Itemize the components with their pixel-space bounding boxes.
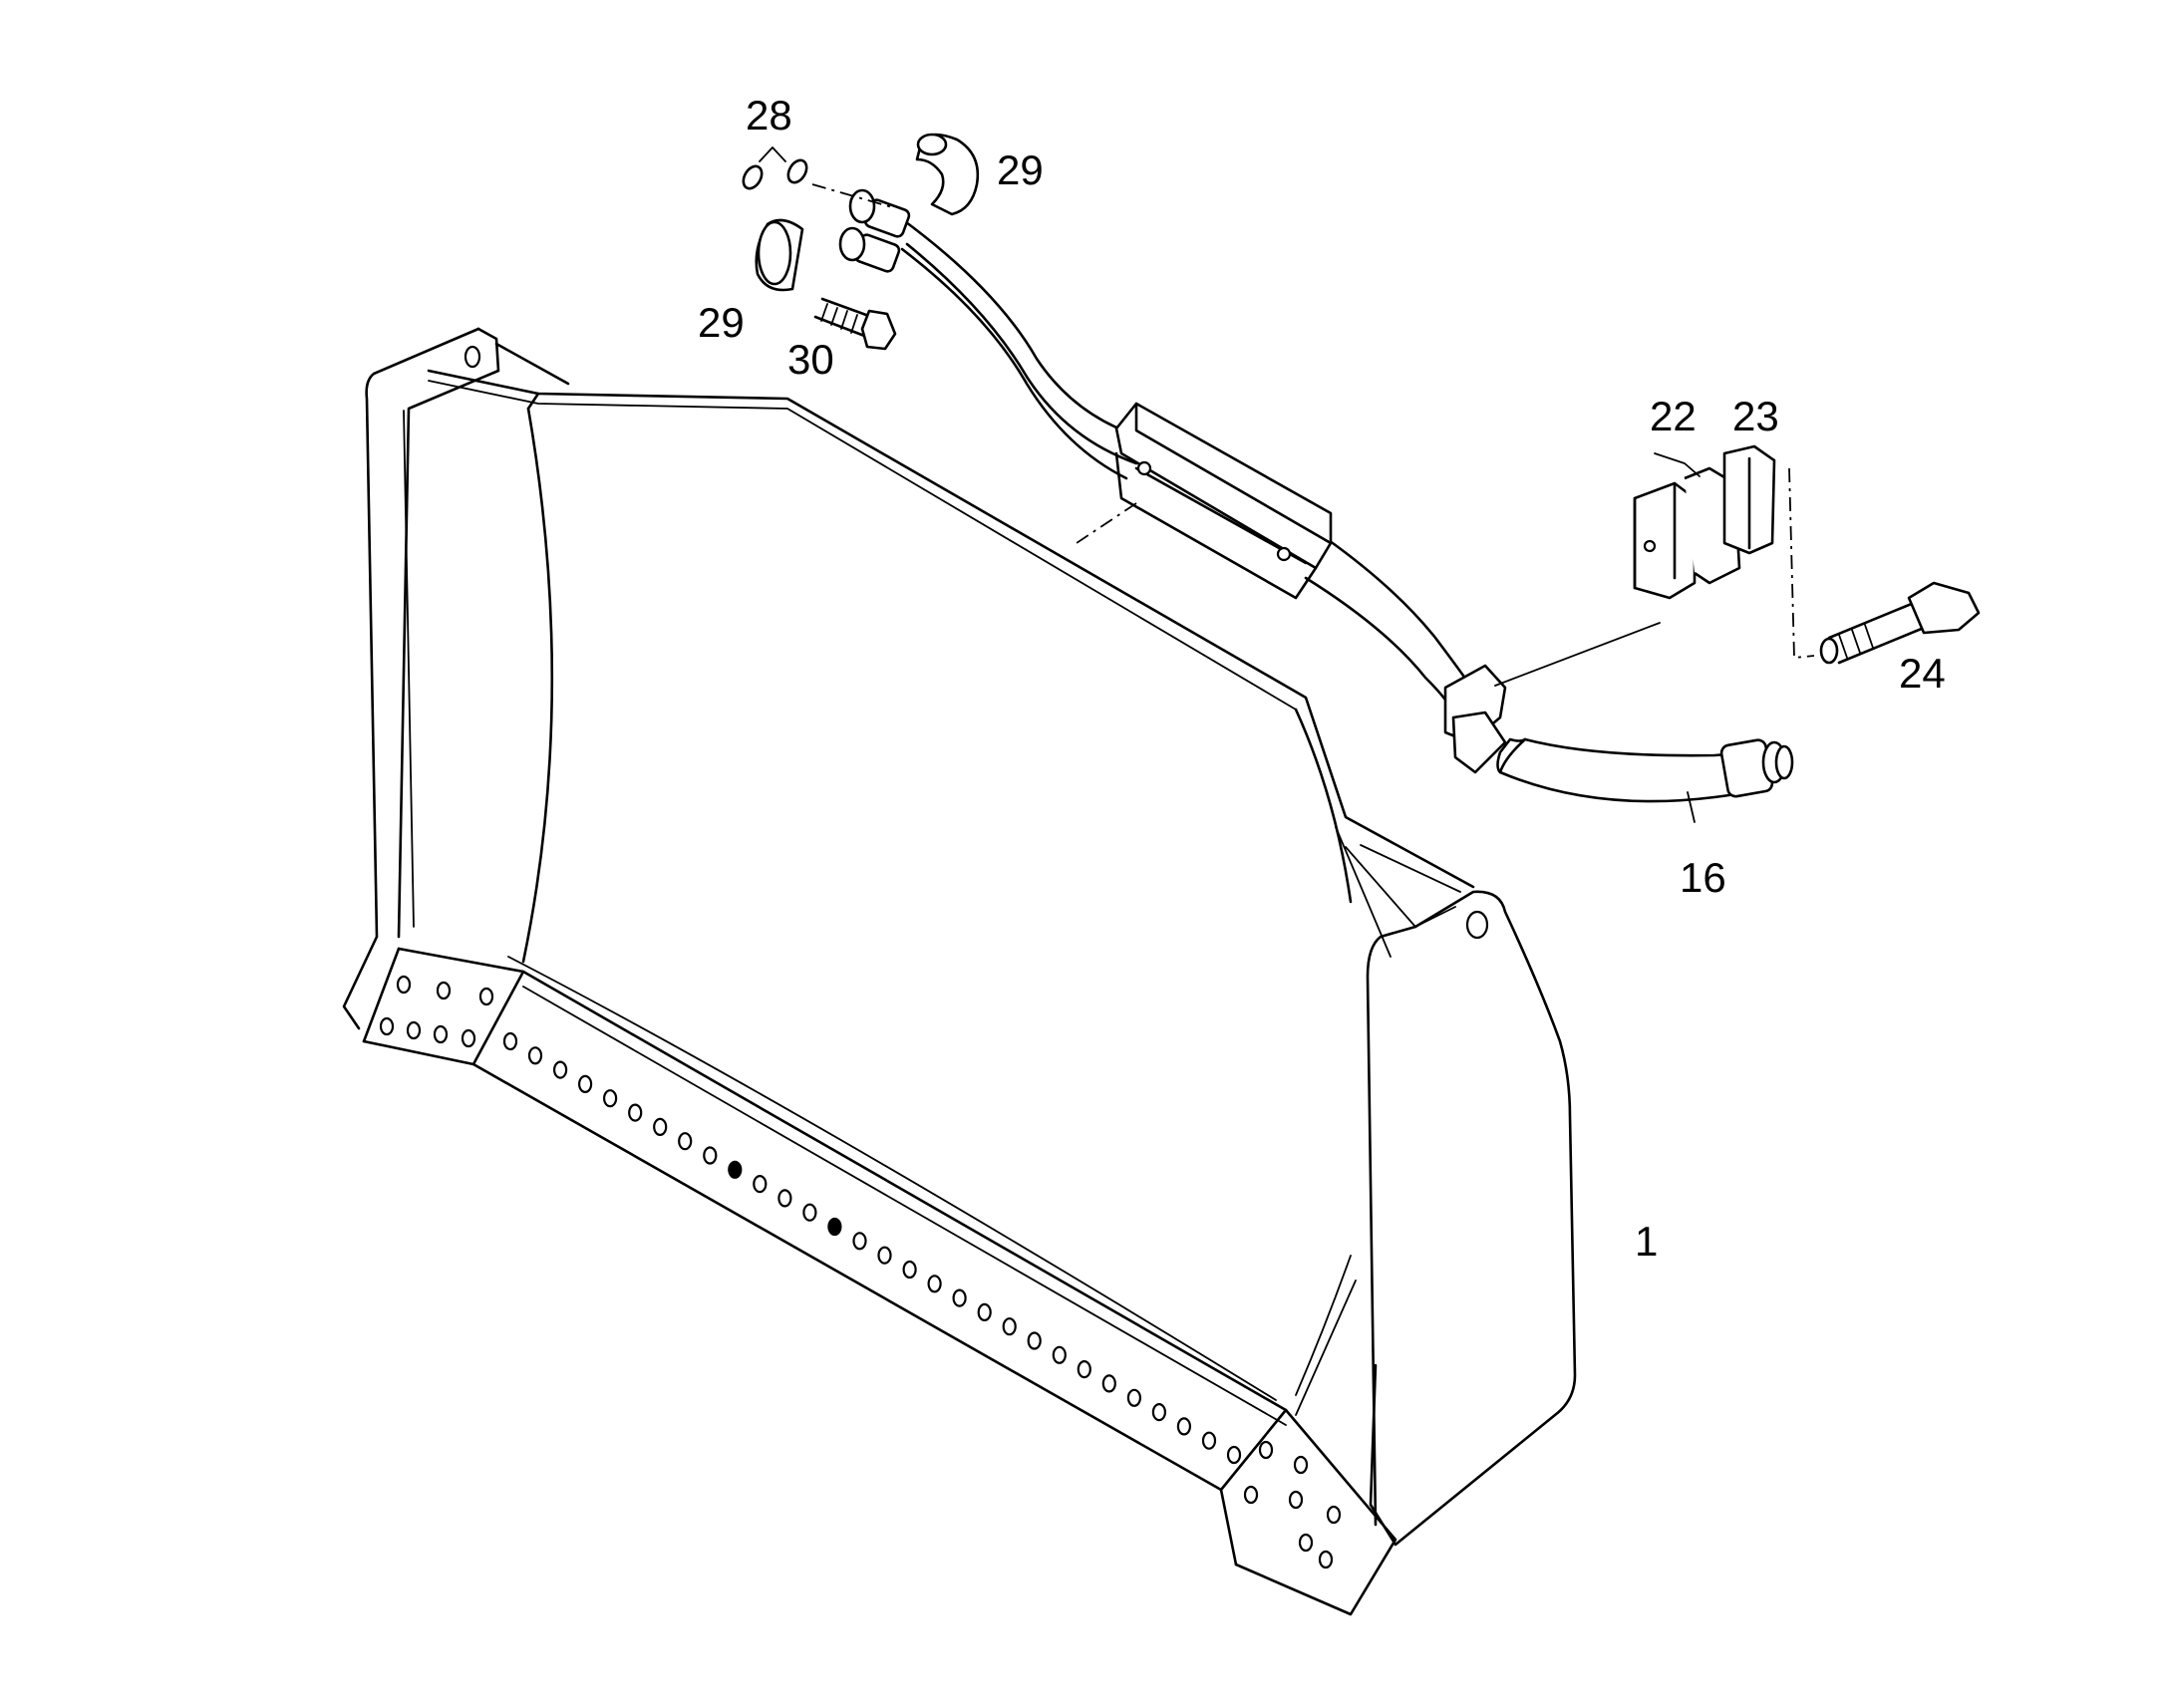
flange-half-29-upper [915,133,980,216]
edge-bolt-hole [602,1089,618,1108]
edge-bolt-hole [1176,1417,1192,1436]
callout-23: 23 [1732,393,1779,439]
callout-22: 22 [1650,393,1697,439]
edge-bolt-hole [1077,1359,1091,1379]
edge-bolt-hole [877,1246,892,1265]
edge-bolt-hole [802,1203,817,1222]
edge-bolt-hole [1027,1331,1042,1350]
edge-bolt-hole [902,1260,917,1280]
callout-16: 16 [1680,854,1726,901]
edge-bolt-hole [502,1031,518,1051]
edge-bolt-hole [1126,1388,1142,1407]
edge-bolt-hole [1002,1317,1017,1336]
edge-bolt-hole [952,1288,967,1307]
edge-bolt-hole [1101,1374,1116,1393]
callout-30: 30 [787,336,834,383]
o-rings-28 [742,158,808,190]
edge-bolt-hole [653,1117,668,1137]
edge-bolt-hole [753,1174,768,1194]
edge-bolt-hole [1226,1445,1242,1465]
callout-24: 24 [1899,650,1946,697]
edge-bolt-hole [552,1060,568,1079]
callout-28: 28 [746,92,792,139]
dozer-blade [342,327,1577,1616]
bolt-24 [1819,581,1981,665]
edge-bolt-hole [1151,1402,1167,1422]
bolt-30 [813,297,897,351]
cutting-edge-holes [502,1031,1242,1465]
edge-bolt-hole [577,1074,593,1094]
edge-bolt-hole [1052,1345,1067,1364]
flange-half-29-lower [755,218,804,292]
edge-bolt-hole [927,1275,942,1293]
right-end-bit-holes [1243,1440,1342,1569]
edge-bolt-hole [728,1160,743,1179]
left-end-bit-holes [379,975,494,1048]
edge-bolt-hole [852,1232,867,1251]
edge-bolt-hole [1201,1431,1217,1450]
edge-bolt-hole [977,1302,992,1322]
callout-29-upper: 29 [997,146,1044,193]
clamp-half-23 [1722,444,1776,555]
edge-bolt-hole [777,1189,792,1208]
callout-1: 1 [1635,1218,1658,1265]
callout-29-lower: 29 [698,299,745,346]
edge-bolt-hole [703,1146,718,1165]
edge-bolt-hole [678,1132,693,1151]
edge-bolt-hole [827,1217,842,1237]
edge-bolt-hole [628,1103,643,1122]
hose-assembly [838,188,1794,803]
edge-bolt-hole [527,1046,543,1065]
